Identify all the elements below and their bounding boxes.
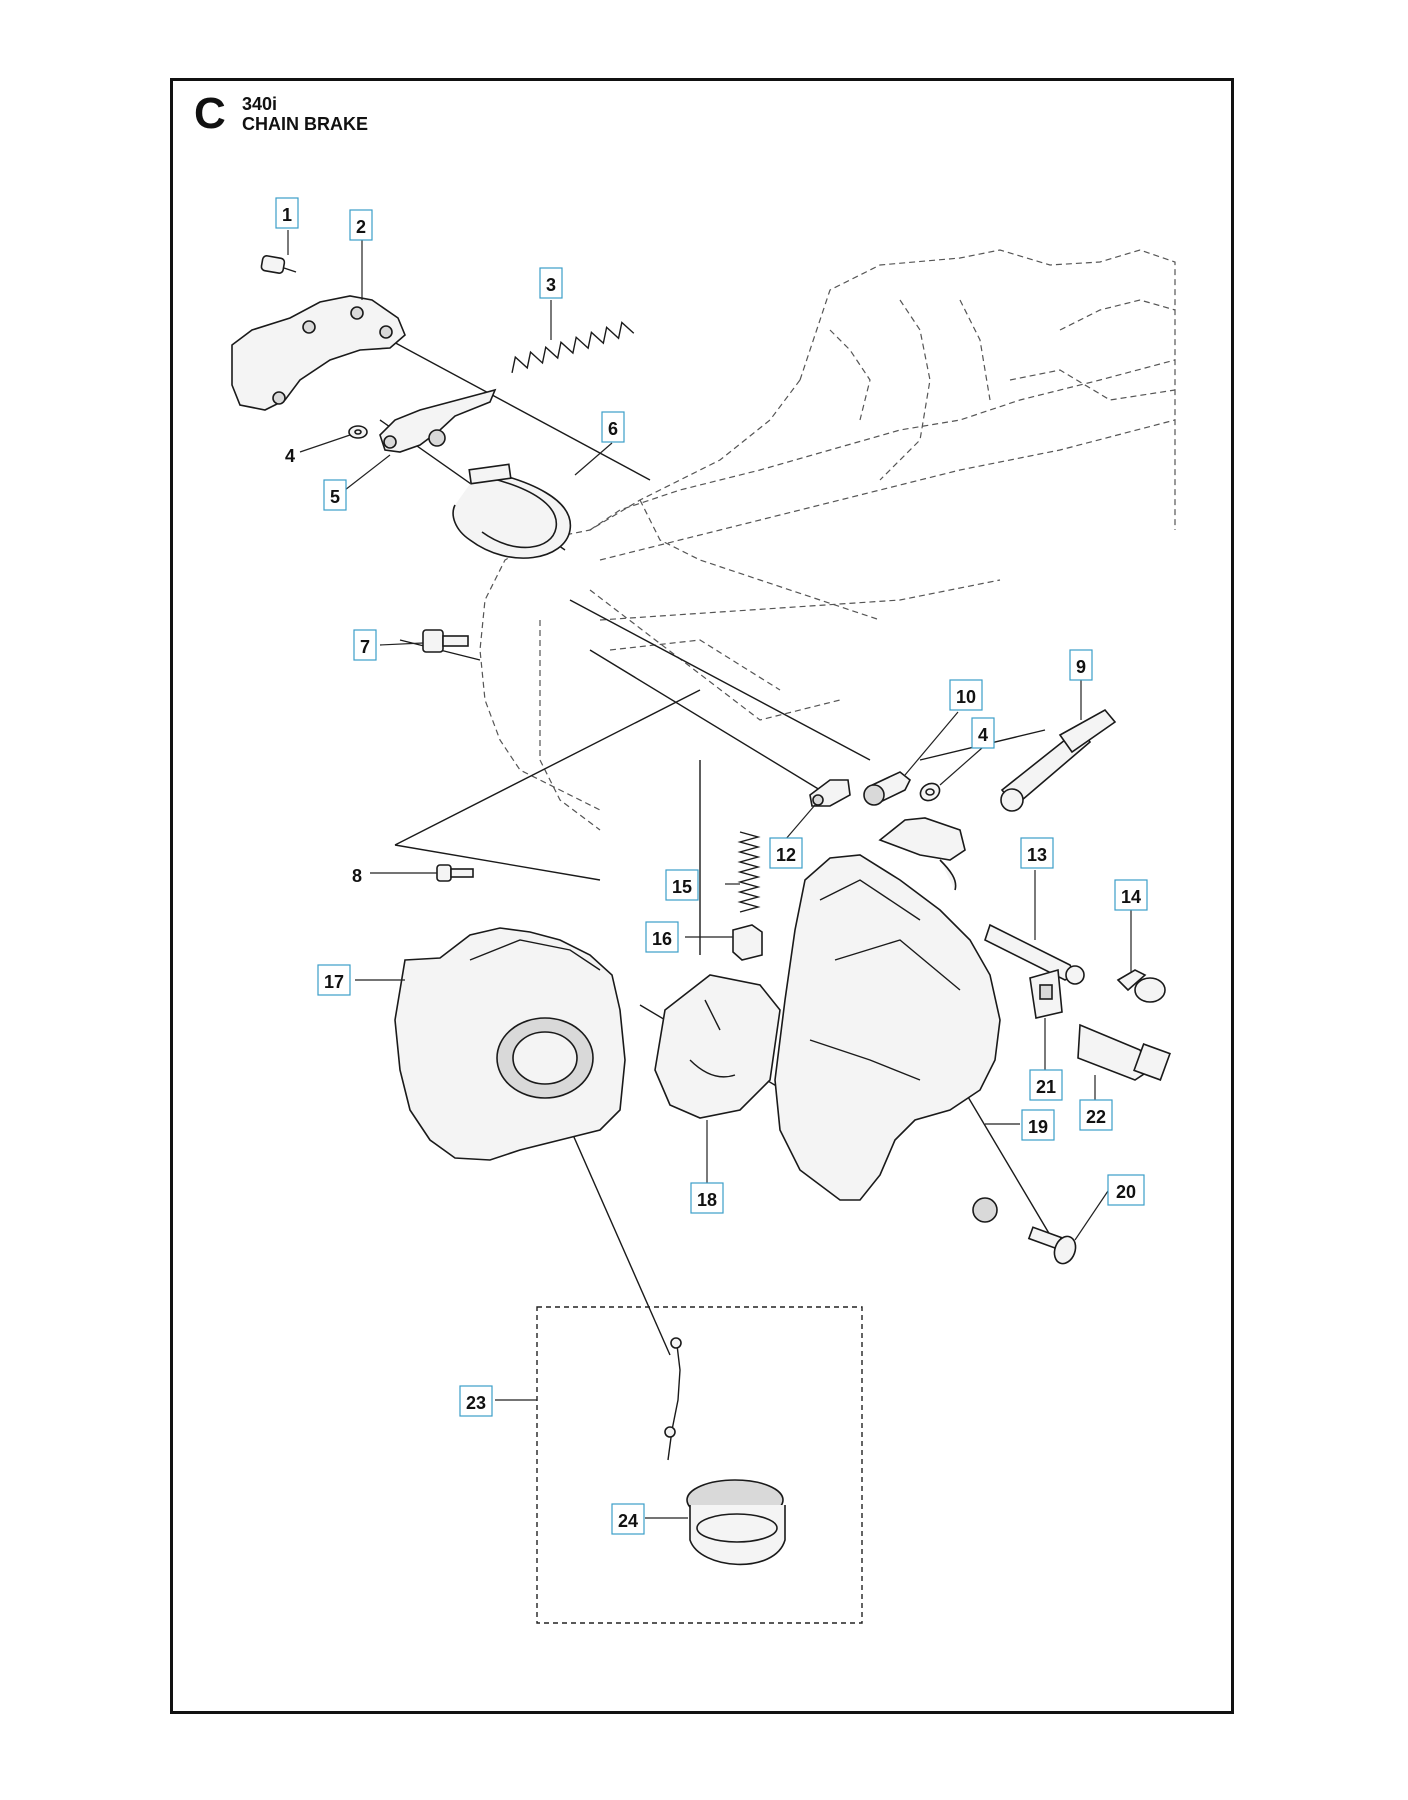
callout-21: 21 <box>1029 1069 1063 1101</box>
callout-15: 15 <box>665 869 699 901</box>
part-small-link-12 <box>809 779 851 807</box>
callout-leaders <box>287 230 1132 1519</box>
callout-8-label: 8 <box>352 866 362 886</box>
model-name: 340i <box>242 94 278 114</box>
section-title: CHAIN BRAKE <box>242 114 368 134</box>
part-pin-14 <box>1116 969 1166 1003</box>
callout-4b-label: 4 <box>978 725 988 745</box>
callout-19-label: 19 <box>1028 1117 1048 1137</box>
callout-5-label: 5 <box>330 487 340 507</box>
callout-20: 20 <box>1107 1174 1145 1206</box>
callout-4b: 4 <box>971 717 995 749</box>
callout-2-label: 2 <box>356 217 366 237</box>
part-rod-13 <box>878 817 1085 985</box>
callout-4a-label: 4 <box>285 446 295 466</box>
part-bolt-7 <box>422 629 469 653</box>
callout-24: 24 <box>611 1503 645 1535</box>
part-tube-22 <box>1077 1023 1171 1081</box>
part-knee-link-5 <box>379 388 497 453</box>
callout-17: 17 <box>317 964 351 996</box>
callout-16-label: 16 <box>652 929 672 949</box>
part-plate-21 <box>1029 968 1063 1019</box>
callout-4a: 4 <box>285 446 295 466</box>
part-screw-20 <box>1027 1226 1077 1265</box>
part-washer-4a <box>348 425 368 439</box>
saw-body-outline <box>479 249 1176 831</box>
part-link-10 <box>863 771 912 806</box>
callout-6-label: 6 <box>608 419 618 439</box>
callout-12-label: 12 <box>776 845 796 865</box>
part-screw-8 <box>436 864 474 882</box>
callout-16: 16 <box>645 921 679 953</box>
callout-12: 12 <box>769 837 803 869</box>
callout-3-label: 3 <box>546 275 556 295</box>
callout-22-label: 22 <box>1086 1107 1106 1127</box>
part-oil-cap-24 <box>686 1479 786 1566</box>
callout-13: 13 <box>1020 837 1054 869</box>
callout-7-label: 7 <box>360 637 370 657</box>
callout-6: 6 <box>601 411 625 443</box>
section-letter: C <box>194 89 226 138</box>
diagram-frame <box>170 78 1234 1714</box>
part-lever-bracket-2 <box>231 295 406 411</box>
part-spring-3 <box>511 321 635 373</box>
callout-10-label: 10 <box>956 687 976 707</box>
callout-5: 5 <box>323 479 347 511</box>
part-clutch-cover-17 <box>394 927 626 1161</box>
callout-21-label: 21 <box>1036 1077 1056 1097</box>
part-spring-15 <box>737 831 761 913</box>
callout-2: 2 <box>349 209 373 241</box>
part-pin-9 <box>1000 708 1117 812</box>
callout-1-label: 1 <box>282 205 292 225</box>
callout-17-label: 17 <box>324 972 344 992</box>
callout-7: 7 <box>353 629 377 661</box>
callout-20-label: 20 <box>1116 1182 1136 1202</box>
callout-15-label: 15 <box>672 877 692 897</box>
callout-22: 22 <box>1079 1099 1113 1131</box>
callout-9-label: 9 <box>1076 657 1086 677</box>
callout-13-label: 13 <box>1027 845 1047 865</box>
callout-14-label: 14 <box>1121 887 1141 907</box>
callout-19: 19 <box>1021 1109 1055 1141</box>
callout-14: 14 <box>1114 879 1148 911</box>
callout-23: 23 <box>459 1385 493 1417</box>
kit-box-23 <box>536 1306 863 1624</box>
callout-24-label: 24 <box>618 1511 638 1531</box>
callout-18-label: 18 <box>697 1190 717 1210</box>
part-brake-band-6 <box>452 463 572 559</box>
callout-10: 10 <box>949 679 983 711</box>
part-drum-18 <box>654 974 781 1119</box>
part-washer-4b <box>919 782 941 802</box>
callout-1: 1 <box>275 197 299 229</box>
title-block: 340i CHAIN BRAKE <box>242 94 368 134</box>
part-hand-guard-19 <box>774 854 1001 1223</box>
callout-9: 9 <box>1069 649 1093 681</box>
callout-23-label: 23 <box>466 1393 486 1413</box>
part-block-16 <box>732 924 763 961</box>
callout-18: 18 <box>690 1182 724 1214</box>
callout-8: 8 <box>352 866 362 886</box>
part-bolt-1 <box>260 255 297 274</box>
callout-3: 3 <box>539 267 563 299</box>
